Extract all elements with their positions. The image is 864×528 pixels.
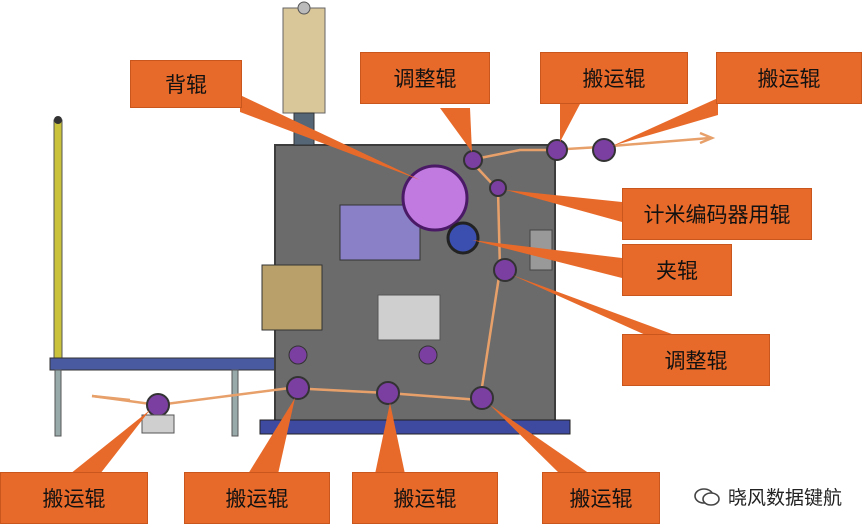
web-path-arrowhead (699, 131, 716, 145)
label-transport-roller-b3: 搬运辊 (352, 472, 498, 524)
label-transport-roller-top2: 搬运辊 (716, 52, 862, 104)
label-meter-encoder-roller: 计米编码器用辊 (622, 188, 812, 240)
watermark: 晓风数据键航 (694, 483, 842, 510)
pointer-b2 (375, 403, 405, 474)
table-leg-2 (231, 369, 239, 437)
pointer-b1 (248, 398, 295, 474)
roller-frame-1 (288, 345, 308, 365)
motor-cap (297, 1, 311, 15)
label-adjust-roller-top: 调整辊 (360, 52, 490, 104)
conveyor-table (49, 357, 279, 371)
left-clamp-assembly (261, 264, 323, 331)
label-transport-roller-b1: 搬运辊 (0, 472, 148, 524)
adjust-roller-top (463, 150, 483, 170)
left-pole (53, 119, 63, 366)
back-roller (401, 164, 469, 232)
pole-top-cap (54, 116, 62, 124)
pointer-back-roller (240, 95, 420, 180)
web-path-inlet-arrow (91, 394, 131, 402)
label-back-roller: 背辊 (130, 60, 242, 108)
transport-roller-top1 (546, 139, 568, 161)
pointer-nip (472, 240, 622, 278)
pointer-encoder (506, 190, 622, 222)
pointer-b0 (70, 410, 150, 474)
entry-roller-stand (141, 414, 175, 434)
frame-base (259, 419, 571, 435)
wechat-icon (694, 487, 720, 506)
nip-roller (446, 221, 480, 255)
roller-frame-2 (418, 345, 438, 365)
label-transport-roller-b2: 搬运辊 (184, 472, 330, 524)
transport-roller-top2 (592, 138, 616, 162)
roller-entry (146, 393, 170, 417)
label-transport-roller-b4: 搬运辊 (542, 472, 660, 524)
encoder-roller (489, 179, 507, 197)
roller-b3 (470, 386, 494, 410)
pointer-b3 (490, 405, 590, 474)
table-leg-1 (54, 369, 62, 437)
label-nip-roller: 夹辊 (622, 244, 732, 296)
motor-body (282, 7, 326, 114)
roller-b2 (376, 381, 400, 405)
watermark-text: 晓风数据键航 (727, 487, 842, 509)
label-adjust-roller-mid: 调整辊 (622, 334, 770, 386)
pointer-adjust-mid (512, 275, 680, 337)
label-transport-roller-top1: 搬运辊 (540, 52, 688, 104)
roller-b1 (286, 376, 310, 400)
adjust-roller-mid (493, 258, 517, 282)
pointer-adjust-top (440, 108, 472, 152)
pointer-transport-top1 (560, 104, 580, 142)
tank (377, 294, 441, 341)
pointer-transport-top2 (612, 98, 718, 146)
